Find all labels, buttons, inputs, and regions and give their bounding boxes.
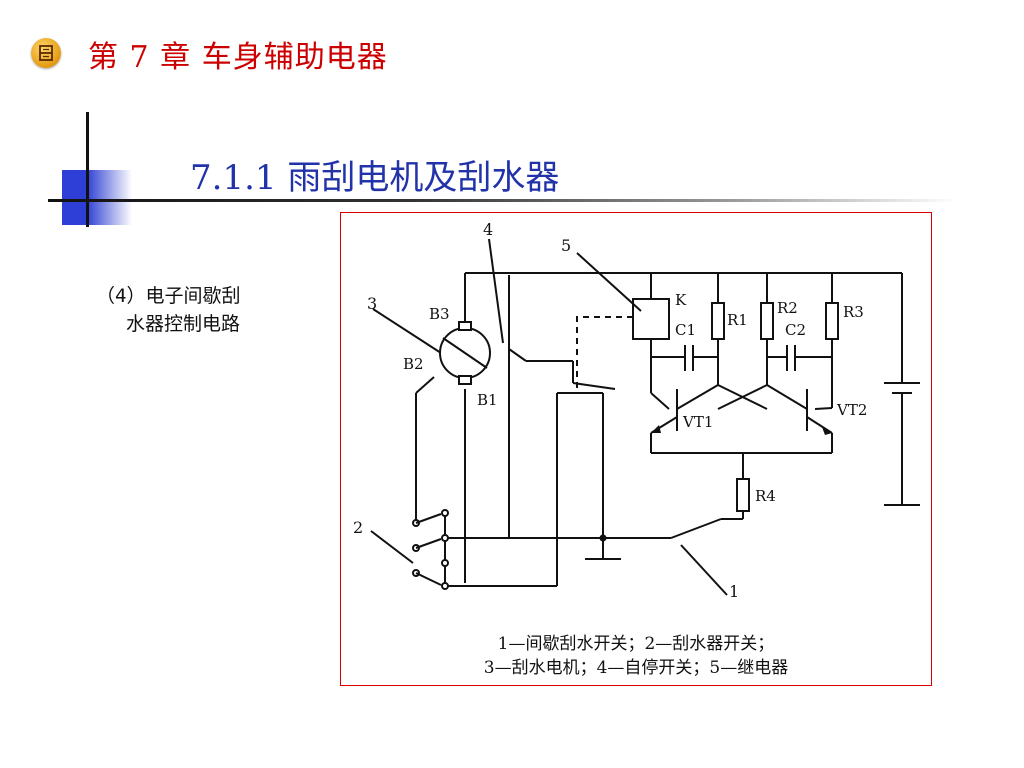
title-decoration-block [62,170,132,225]
callout-3: 3 [367,294,377,313]
label-k: K [675,291,687,309]
subtitle-text: （4）电子间歇刮 水器控制电路 [96,282,296,338]
circuit-diagram: 3 4 5 2 1 B3 B2 B1 K C1 R1 R2 C2 R3 VT1 … [353,220,920,601]
label-vt2: VT2 [836,401,867,419]
label-b2: B2 [403,355,424,373]
callout-5: 5 [561,236,571,255]
circuit-diagram-figure: 3 4 5 2 1 B3 B2 B1 K C1 R1 R2 C2 R3 VT1 … [340,212,932,686]
section-title: 7.1.1 雨刮电机及刮水器 [190,158,560,198]
label-vt1: VT1 [682,413,713,431]
label-r4: R4 [755,487,776,505]
subtitle-line-2: 水器控制电路 [126,313,241,335]
figure-caption-line-2: 3—刮水电机；4—自停开关；5—继电器 [483,658,789,678]
book-icon [39,45,53,61]
figure-caption-line-1: 1—间歇刮水开关；2—刮水器开关； [497,634,775,654]
chapter-title: 第 7 章 车身辅助电器 [88,40,388,75]
label-r2: R2 [777,299,798,317]
label-r1: R1 [727,311,748,329]
subtitle-line-1: （4）电子间歇刮 [96,285,241,307]
chapter-icon [31,38,61,68]
title-decoration-vertical-line [86,112,89,227]
callout-4: 4 [483,220,493,239]
title-underline [48,199,958,202]
label-b3: B3 [429,305,450,323]
callout-1: 1 [729,582,739,601]
label-c2: C2 [785,321,806,339]
label-r3: R3 [843,303,864,321]
callout-2: 2 [353,518,363,537]
label-b1: B1 [477,391,498,409]
label-c1: C1 [675,321,696,339]
